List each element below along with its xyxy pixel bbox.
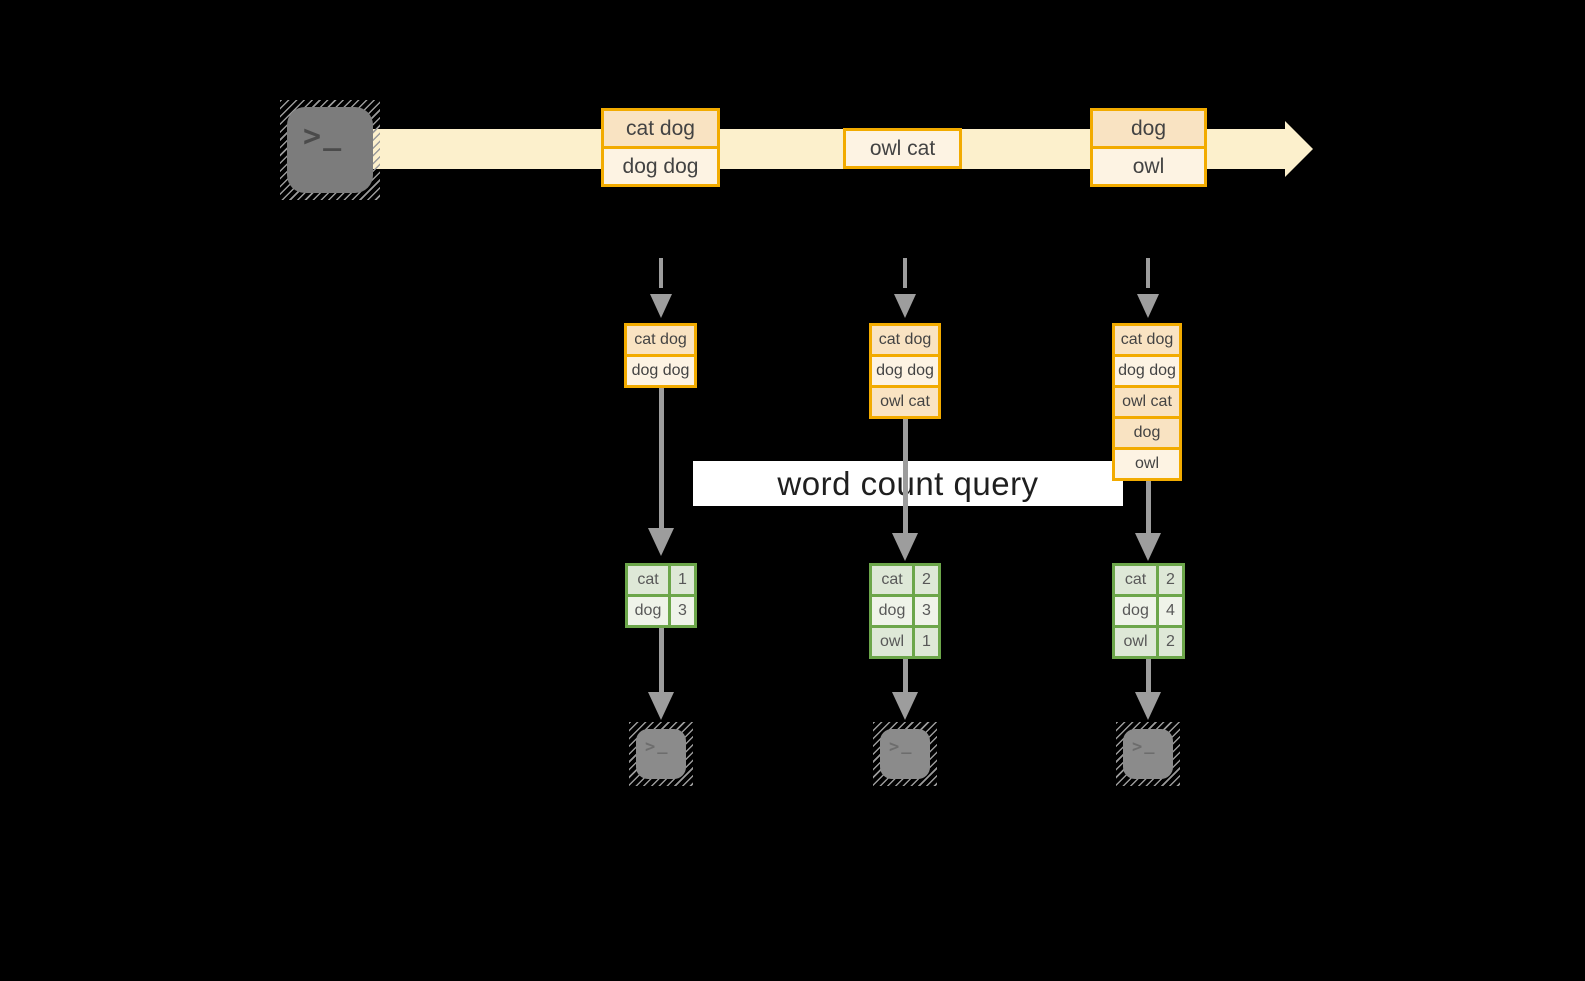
- buffer-cell: owl: [1115, 450, 1179, 478]
- buffer-box: cat dog dog dog: [624, 323, 697, 388]
- word-cell: owl: [1115, 628, 1156, 656]
- buffer-cell: cat dog: [627, 326, 694, 354]
- count-cell: 2: [1159, 628, 1182, 656]
- terminal-prompt-icon: >_: [287, 107, 373, 193]
- output-arrow-icon: [892, 659, 918, 720]
- query-arrow-icon: [648, 388, 674, 556]
- buffer-cell: dog dog: [627, 357, 694, 385]
- buffer-cell: dog dog: [1115, 357, 1179, 385]
- word-cell: dog: [1115, 597, 1156, 625]
- buffer-cell: cat dog: [872, 326, 938, 354]
- message-cell: owl cat: [846, 131, 959, 166]
- stream-arrowhead-icon: [1285, 121, 1313, 177]
- word-cell: cat: [872, 566, 912, 594]
- count-cell: 1: [671, 566, 694, 594]
- buffer-cell: cat dog: [1115, 326, 1179, 354]
- terminal-prompt-icon: >_: [1123, 729, 1173, 779]
- buffer-cell: dog dog: [872, 357, 938, 385]
- message-cell: cat dog: [604, 111, 717, 146]
- ingest-arrow-icon: [893, 258, 917, 318]
- ingest-arrow-icon: [1136, 258, 1160, 318]
- word-cell: dog: [872, 597, 912, 625]
- output-arrow-icon: [1135, 659, 1161, 720]
- buffer-cell: dog: [1115, 419, 1179, 447]
- word-cell: owl: [872, 628, 912, 656]
- terminal-prompt-icon: >_: [880, 729, 930, 779]
- buffer-cell: owl cat: [872, 388, 938, 416]
- buffer-box: cat dog dog dog owl cat dog owl: [1112, 323, 1182, 481]
- count-cell: 3: [671, 597, 694, 625]
- buffer-cell: owl cat: [1115, 388, 1179, 416]
- count-cell: 2: [1159, 566, 1182, 594]
- count-cell: 2: [915, 566, 938, 594]
- buffer-box: cat dog dog dog owl cat: [869, 323, 941, 419]
- count-cell: 3: [915, 597, 938, 625]
- stream-message-box: owl cat: [843, 128, 962, 169]
- message-cell: dog dog: [604, 149, 717, 184]
- message-cell: dog: [1093, 111, 1204, 146]
- query-arrow-icon: [1135, 481, 1161, 561]
- query-label: word count query: [777, 464, 1039, 502]
- output-terminal-icon: >_: [629, 722, 693, 786]
- message-cell: owl: [1093, 149, 1204, 184]
- count-cell: 1: [915, 628, 938, 656]
- query-arrow-icon: [892, 419, 918, 561]
- output-arrow-icon: [648, 628, 674, 720]
- output-terminal-icon: >_: [1116, 722, 1180, 786]
- terminal-prompt-icon: >_: [636, 729, 686, 779]
- word-cell: cat: [628, 566, 668, 594]
- word-cell: dog: [628, 597, 668, 625]
- ingest-arrow-icon: [649, 258, 673, 318]
- source-terminal-icon: >_: [280, 100, 380, 200]
- output-terminal-icon: >_: [873, 722, 937, 786]
- query-label-band: word count query: [693, 461, 1123, 506]
- word-cell: cat: [1115, 566, 1156, 594]
- count-cell: 4: [1159, 597, 1182, 625]
